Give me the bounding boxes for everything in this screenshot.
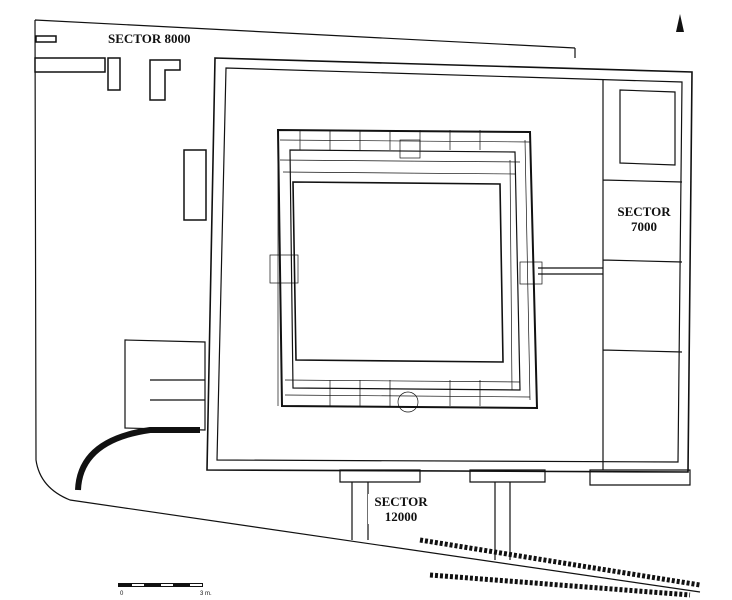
- label-sector-7000-line2: 7000: [631, 219, 657, 234]
- sector-7000-rooms: [538, 80, 683, 470]
- scale-end-label: 3 m.: [200, 591, 212, 597]
- enclosure-outer-wall: [206, 57, 693, 473]
- label-sector-12000-line1: SECTOR: [374, 494, 428, 509]
- temple-courtyard: [292, 181, 504, 363]
- site-boundary: [34, 19, 701, 593]
- label-sector-8000: SECTOR 8000: [108, 31, 191, 46]
- label-sector-12000: SECTOR 12000: [368, 494, 434, 524]
- temple-course: [289, 149, 521, 391]
- west-curved-wall: [75, 427, 200, 491]
- north-arrow-icon: [676, 14, 684, 32]
- west-rooms: [124, 339, 206, 431]
- enclosure-inner-wall: [216, 67, 683, 463]
- scale-start-label: 0: [120, 591, 124, 597]
- sector-12000-piers: [339, 469, 691, 560]
- label-sector-12000-line2: 12000: [384, 509, 418, 524]
- temple-platform: [276, 128, 539, 410]
- south-wall-rubble: [419, 537, 701, 598]
- label-sector-7000: SECTOR 7000: [612, 204, 676, 234]
- sector-8000-remains: [34, 35, 207, 221]
- scale-bar: [118, 583, 203, 587]
- temple-blocks: [269, 130, 543, 413]
- label-sector-7000-line1: SECTOR: [617, 204, 671, 219]
